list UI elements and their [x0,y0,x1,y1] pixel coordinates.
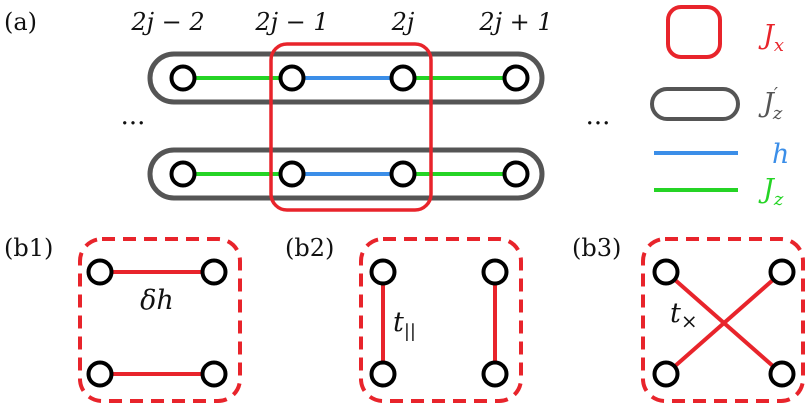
site [652,360,680,388]
legend-jz-prime-symbol [650,87,740,121]
b2-plaquette [359,237,523,403]
site [86,360,114,388]
ellipsis-right: ··· [586,109,611,139]
site [768,360,796,388]
b1-annotation: δh [140,285,174,316]
legend-jz-label: Jz [758,174,784,210]
site [86,258,114,286]
site [278,64,306,92]
legend-jx-label: Jx [758,20,784,56]
site [502,160,530,188]
b3-annotation: t× [670,298,698,333]
jz-prime-capsule-bottom [147,147,545,201]
panel-b1-label: (b1) [4,234,53,262]
column-label-2j+1: 2j + 1 [478,8,552,36]
column-label-2j-2: 2j − 2 [130,8,204,36]
b3-plaquette [641,237,805,403]
b2-annotation: t|| [393,307,416,342]
site [200,360,228,388]
b3-annotation-sub: × [681,309,698,333]
b3-bond-diagonal-2 [664,270,784,376]
site [389,160,417,188]
panel-b3-label: (b3) [572,234,621,262]
column-label-2j-1: 2j − 1 [254,8,328,36]
site [200,258,228,286]
legend-jz-prime-label: J′z [758,84,783,124]
site [481,258,509,286]
column-labels: 2j − 2 2j − 1 2j 2j + 1 [130,8,552,36]
jx-plaquette [269,42,433,212]
site [169,160,197,188]
site [652,258,680,286]
b2-annotation-sub: || [404,321,416,342]
panel-a-label: (a) [4,8,37,36]
panel-b2-label: (b2) [285,234,334,262]
site [369,360,397,388]
column-label-2j: 2j [391,8,415,36]
site [768,258,796,286]
site [502,64,530,92]
legend-h-label: h [772,139,789,170]
site [278,160,306,188]
site [369,258,397,286]
b1-plaquette [78,237,242,403]
sites-panel-a [169,64,530,188]
ellipsis-left: ··· [121,109,146,139]
jz-prime-capsule-top [147,51,545,105]
site [389,64,417,92]
legend-jx-symbol [666,5,722,59]
site [481,360,509,388]
site [169,64,197,92]
